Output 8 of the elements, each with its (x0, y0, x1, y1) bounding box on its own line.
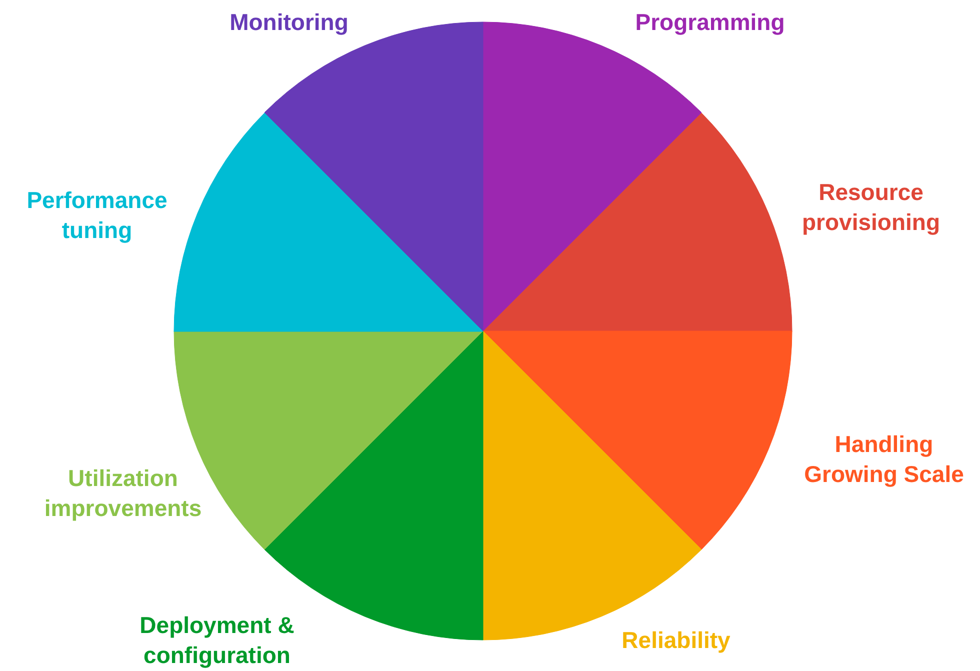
slice-label: Handling Growing Scale (803, 430, 965, 489)
slice-label: Utilization improvements (43, 464, 203, 523)
slice-label: Monitoring (228, 8, 350, 37)
slice-label: Programming (634, 8, 786, 37)
slice-label: Performance tuning (26, 186, 168, 245)
slice-label: Resource provisioning (801, 178, 941, 237)
slice-label: Deployment & configuration (138, 611, 296, 670)
slice-label: Reliability (620, 626, 732, 655)
